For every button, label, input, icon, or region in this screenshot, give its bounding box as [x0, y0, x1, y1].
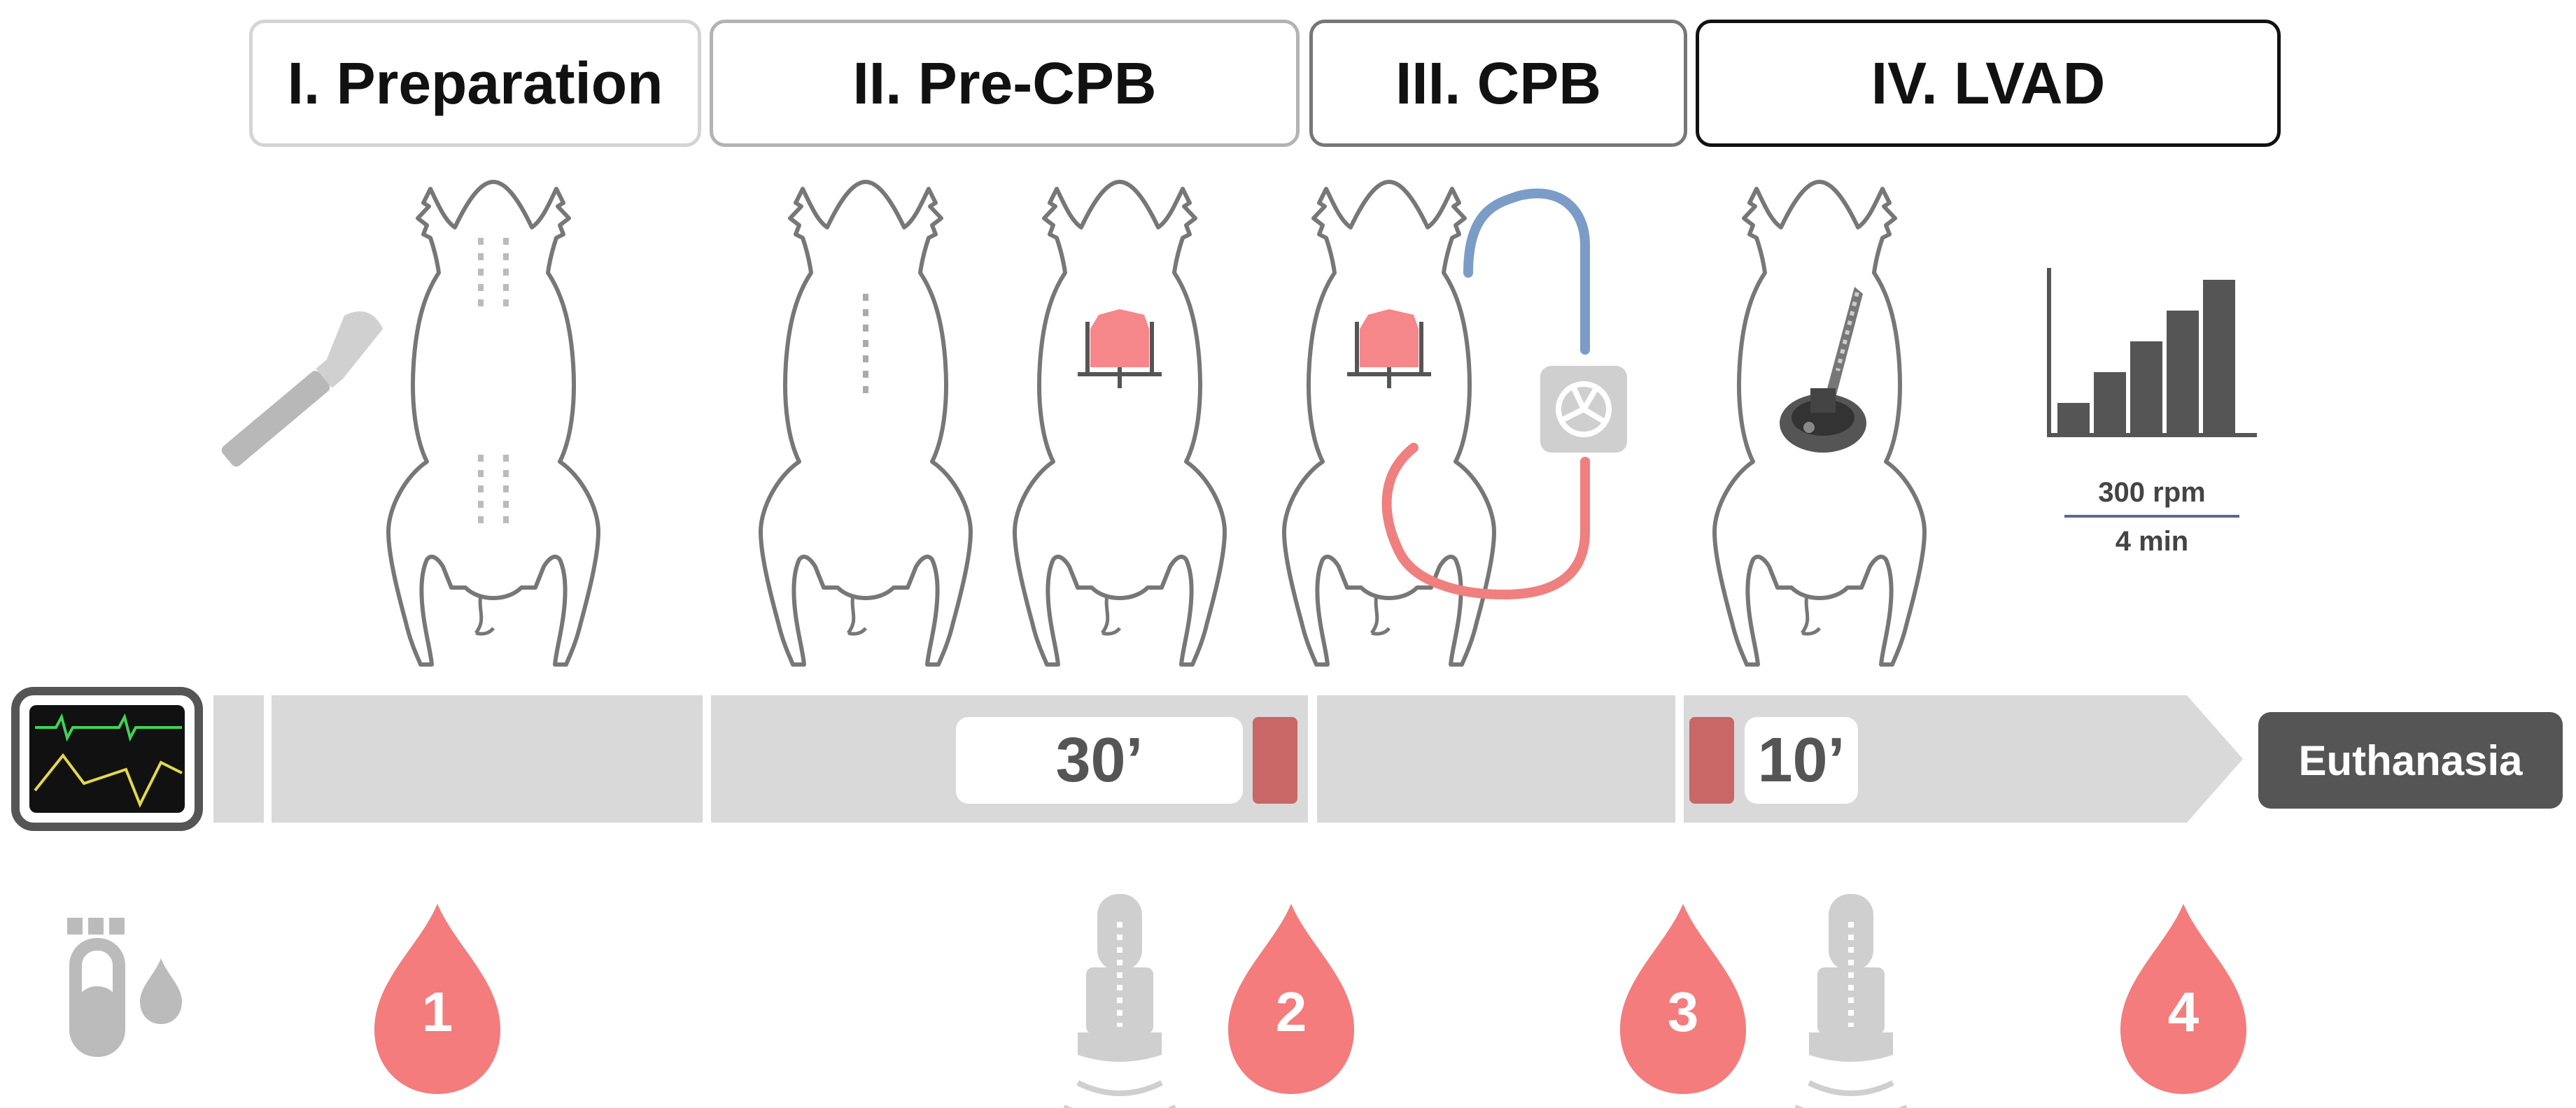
blood-tube-icon	[67, 918, 182, 1057]
sample-number: 3	[1668, 981, 1699, 1043]
marker-end-pre-cpb	[1253, 717, 1297, 804]
ultrasound-probe-icon	[1050, 894, 1190, 1108]
rat-pre-cpb-incision	[761, 182, 971, 665]
phase-cpb-label: III. CPB	[1395, 50, 1602, 116]
phase-pre-cpb: II. Pre-CPB	[710, 20, 1300, 147]
ultrasound-probe-icon	[1781, 894, 1921, 1108]
sample-number: 4	[2168, 981, 2200, 1043]
ramp-interval-label: 4 min	[2115, 526, 2189, 557]
phase-pre-cpb-label: II. Pre-CPB	[852, 50, 1157, 116]
ramp-step-bar	[2094, 372, 2126, 434]
phase-preparation-label: I. Preparation	[287, 50, 663, 116]
blood-sample-drop: 2	[1228, 904, 1354, 1094]
ramp-step-bar	[2130, 341, 2162, 434]
blood-sample-drop: 1	[374, 904, 500, 1094]
monitor-icon	[11, 687, 203, 831]
euthanasia-label: Euthanasia	[2298, 737, 2523, 784]
ramp-step-bar	[2203, 280, 2235, 434]
scalpel-icon	[221, 311, 383, 467]
phase-cpb: III. CPB	[1309, 20, 1687, 147]
euthanasia-badge: Euthanasia	[2258, 712, 2563, 809]
phase-lvad: IV. LVAD	[1696, 20, 2281, 147]
rat-preparation	[388, 182, 598, 665]
wait-label-10: 10’	[1745, 717, 1858, 804]
venous-tube	[1463, 188, 1590, 355]
pump-ramp-chart	[2057, 280, 2235, 434]
ramp-step-bar	[2057, 403, 2090, 434]
sample-number: 1	[422, 981, 453, 1043]
wait-label-30: 30’	[956, 717, 1243, 804]
ramp-rate-label: 300 rpm	[2098, 477, 2206, 508]
phase-preparation: I. Preparation	[249, 20, 701, 147]
wait-label-10-text: 10’	[1757, 725, 1845, 795]
rat-cpb	[1284, 182, 1494, 665]
ramp-step-bar	[2167, 311, 2199, 434]
rat-pre-cpb-heart	[1015, 182, 1225, 665]
rat-lvad	[1715, 182, 1924, 665]
arterial-tube	[1381, 443, 1590, 600]
phase-lvad-label: IV. LVAD	[1871, 50, 2106, 116]
cpb-pump-icon	[1540, 366, 1627, 453]
sample-number: 2	[1276, 981, 1307, 1043]
marker-start-lvad	[1689, 717, 1734, 804]
blood-sample-drop: 3	[1620, 904, 1746, 1094]
lvad-device-icon	[1780, 388, 1866, 453]
wait-label-30-text: 30’	[1055, 725, 1143, 795]
blood-sample-drop: 4	[2120, 904, 2246, 1094]
